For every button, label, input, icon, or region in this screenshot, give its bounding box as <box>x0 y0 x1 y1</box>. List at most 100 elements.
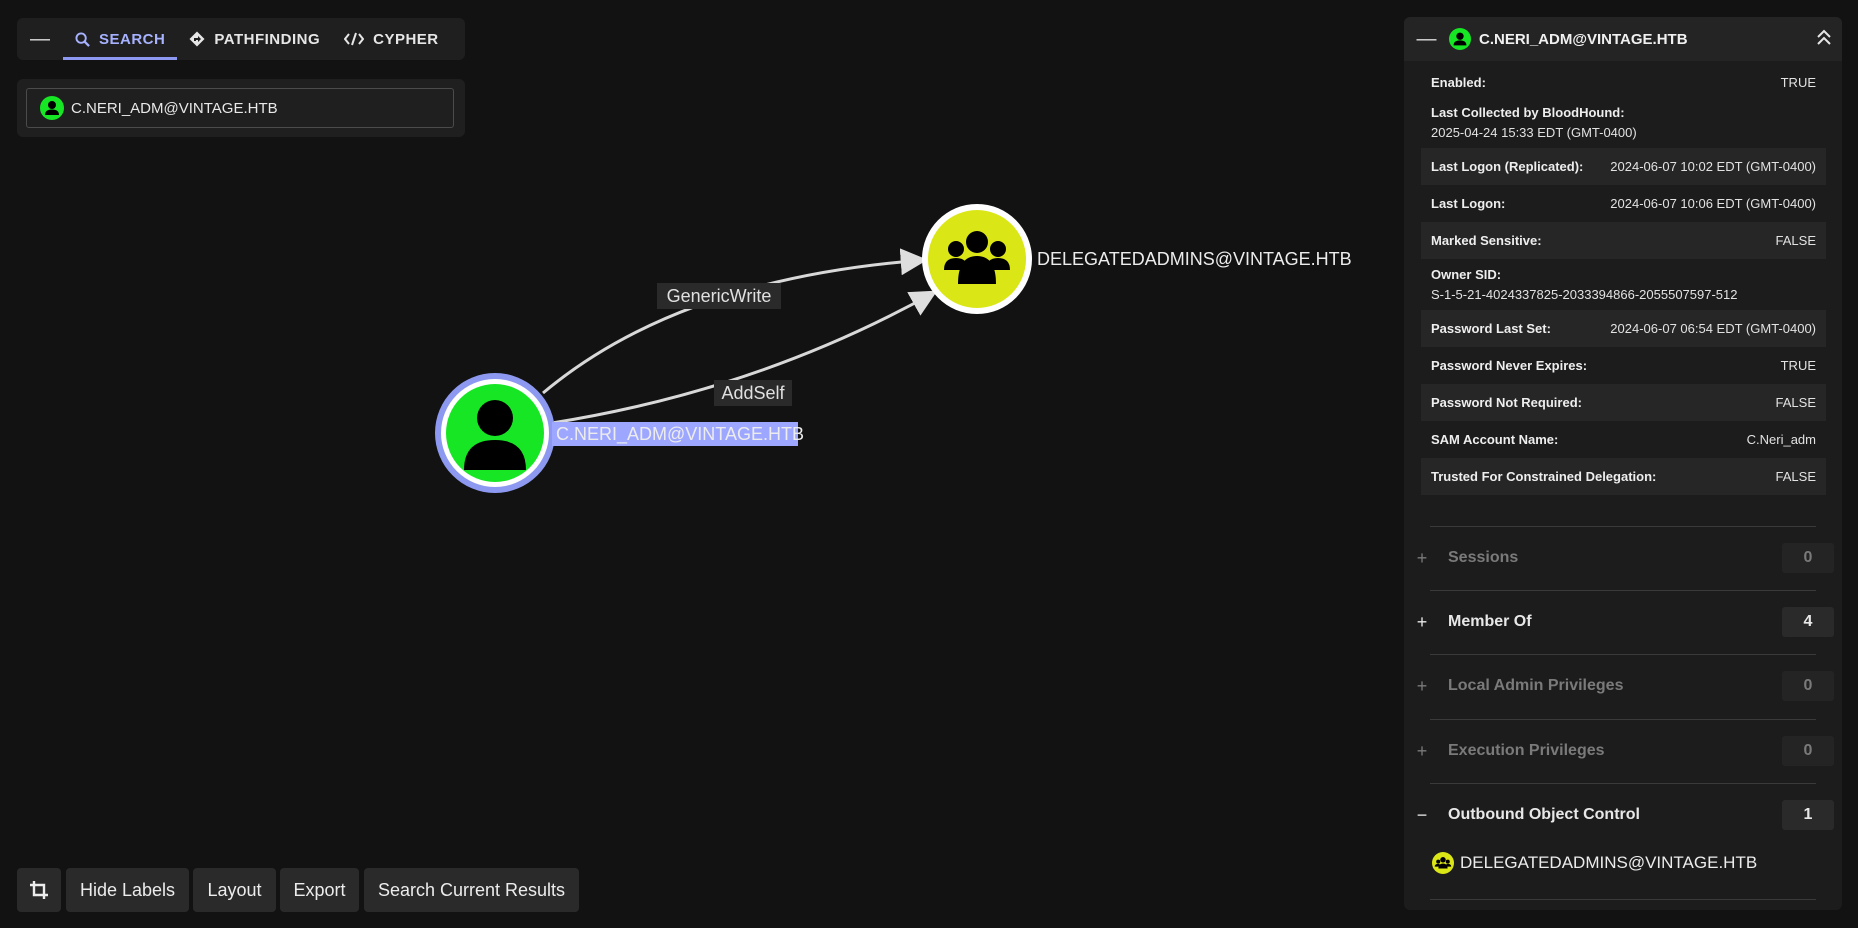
section-title: Outbound Object Control <box>1448 806 1640 823</box>
outbound-item-label: DELEGATEDADMINS@VINTAGE.HTB <box>1460 853 1758 872</box>
group-icon <box>1432 852 1454 874</box>
entity-title: C.NERI_ADM@VINTAGE.HTB <box>1479 30 1688 48</box>
divider <box>1430 654 1816 655</box>
property-row: Last Collected by BloodHound: 2025-04-24… <box>1421 97 1826 148</box>
search-input-value: C.NERI_ADM@VINTAGE.HTB <box>71 99 278 117</box>
tab-cypher-label: CYPHER <box>373 30 439 48</box>
user-icon <box>464 400 526 470</box>
property-row: Password Not Required: FALSE <box>1421 384 1826 421</box>
property-list: Enabled: TRUE Last Collected by BloodHou… <box>1421 72 1826 495</box>
section-count: 0 <box>1782 543 1834 573</box>
node-user[interactable] <box>435 373 555 493</box>
collapse-icon: − <box>1416 804 1428 825</box>
property-value: FALSE <box>1775 233 1816 248</box>
section-title: Sessions <box>1448 549 1519 566</box>
crop-button[interactable] <box>17 868 61 912</box>
hide-labels-button[interactable]: Hide Labels <box>66 868 189 912</box>
node-label-user[interactable]: C.NERI_ADM@VINTAGE.HTB <box>556 424 804 445</box>
section-member-of[interactable]: + Member Of 4 <box>1412 607 1834 637</box>
entity-panel: — C.NERI_ADM@VINTAGE.HTB Enabled: TRUE L… <box>1404 17 1842 910</box>
property-label: Password Not Required: <box>1431 395 1582 410</box>
expand-icon: + <box>1416 675 1428 696</box>
section-count: 1 <box>1782 800 1834 830</box>
property-row: Last Logon (Replicated): 2024-06-07 10:0… <box>1421 148 1826 185</box>
collapse-entity-button[interactable]: — <box>1416 27 1437 50</box>
edge-label-genericwrite[interactable]: GenericWrite <box>667 286 772 306</box>
entity-header: — C.NERI_ADM@VINTAGE.HTB <box>1404 17 1842 61</box>
search-input[interactable]: C.NERI_ADM@VINTAGE.HTB <box>26 88 454 128</box>
property-value: C.Neri_adm <box>1746 432 1816 447</box>
property-value: TRUE <box>1780 74 1816 90</box>
collapse-search-button[interactable]: — <box>30 27 50 50</box>
property-label: Marked Sensitive: <box>1431 233 1542 248</box>
divider <box>1430 719 1816 720</box>
property-value: FALSE <box>1775 469 1816 484</box>
expand-icon: + <box>1416 611 1428 632</box>
section-outbound-object-control[interactable]: − Outbound Object Control 1 <box>1412 800 1834 830</box>
property-row: Last Logon: 2024-06-07 10:06 EDT (GMT-04… <box>1421 185 1826 222</box>
tab-search-label: SEARCH <box>99 30 166 48</box>
code-icon <box>344 32 365 46</box>
section-title: Local Admin Privileges <box>1448 677 1624 694</box>
outbound-item[interactable]: DELEGATEDADMINS@VINTAGE.HTB <box>1432 852 1757 874</box>
crop-icon <box>30 881 48 899</box>
tab-search[interactable]: SEARCH <box>63 18 178 60</box>
property-label: Trusted For Constrained Delegation: <box>1431 469 1657 484</box>
property-value: TRUE <box>1780 358 1816 373</box>
graph-canvas[interactable]: GenericWrite AddSelf C.NERI_ADM@VINTAGE.… <box>0 0 1400 928</box>
divider <box>1430 590 1816 591</box>
section-title: Member Of <box>1448 613 1532 630</box>
section-local-admin-privileges[interactable]: + Local Admin Privileges 0 <box>1412 671 1834 701</box>
property-label: Password Never Expires: <box>1431 358 1588 373</box>
property-label: Enabled: <box>1431 74 1486 90</box>
property-value: 2024-06-07 06:54 EDT (GMT-0400) <box>1610 321 1816 336</box>
property-value: 2024-06-07 10:06 EDT (GMT-0400) <box>1610 196 1816 211</box>
property-label: Last Collected by BloodHound: <box>1431 105 1625 120</box>
divider <box>1430 783 1816 784</box>
pathfinding-icon <box>189 31 205 47</box>
layout-button[interactable]: Layout <box>193 868 276 912</box>
search-panel: C.NERI_ADM@VINTAGE.HTB <box>17 79 465 137</box>
divider <box>1430 899 1816 900</box>
section-title: Execution Privileges <box>1448 742 1605 759</box>
explore-tabs: — SEARCH PATHFINDING CYPHER <box>17 18 465 60</box>
edge-label-addself[interactable]: AddSelf <box>721 383 785 403</box>
property-label: Password Last Set: <box>1431 321 1551 336</box>
property-value: 2024-06-07 10:02 EDT (GMT-0400) <box>1610 159 1816 174</box>
section-count: 0 <box>1782 736 1834 766</box>
tab-pathfinding-label: PATHFINDING <box>214 30 321 48</box>
export-button[interactable]: Export <box>280 868 359 912</box>
property-row: Owner SID: S-1-5-21-4024337825-203339486… <box>1421 259 1826 310</box>
user-icon <box>40 96 64 120</box>
expand-icon: + <box>1416 740 1428 761</box>
property-label: Owner SID: <box>1431 267 1502 282</box>
property-row: Marked Sensitive: FALSE <box>1421 222 1826 259</box>
property-row: Trusted For Constrained Delegation: FALS… <box>1421 458 1826 495</box>
tab-pathfinding[interactable]: PATHFINDING <box>177 18 332 60</box>
chevron-double-up-icon[interactable] <box>1816 29 1832 47</box>
property-row: Password Last Set: 2024-06-07 06:54 EDT … <box>1421 310 1826 347</box>
edge-addself[interactable] <box>551 290 938 425</box>
section-execution-privileges[interactable]: + Execution Privileges 0 <box>1412 736 1834 766</box>
property-label: Last Logon (Replicated): <box>1431 159 1584 174</box>
property-row: Enabled: TRUE <box>1421 67 1826 97</box>
property-row: SAM Account Name: C.Neri_adm <box>1421 421 1826 458</box>
property-value: FALSE <box>1775 395 1816 410</box>
search-current-results-button[interactable]: Search Current Results <box>364 868 579 912</box>
user-icon <box>1449 28 1471 50</box>
property-label: SAM Account Name: <box>1431 432 1559 447</box>
node-group[interactable] <box>922 204 1032 314</box>
node-label-group[interactable]: DELEGATEDADMINS@VINTAGE.HTB <box>1037 249 1352 269</box>
divider <box>1430 526 1816 527</box>
property-label: Last Logon: <box>1431 196 1506 211</box>
property-value: S-1-5-21-4024337825-2033394866-205550759… <box>1431 287 1738 302</box>
property-value: 2025-04-24 15:33 EDT (GMT-0400) <box>1431 125 1637 140</box>
expand-icon: + <box>1416 547 1428 568</box>
tab-cypher[interactable]: CYPHER <box>332 18 451 60</box>
property-row: Password Never Expires: TRUE <box>1421 347 1826 384</box>
group-icon <box>944 231 1010 284</box>
section-sessions[interactable]: + Sessions 0 <box>1412 543 1834 573</box>
section-count: 4 <box>1782 607 1834 637</box>
search-icon <box>75 31 90 47</box>
section-count: 0 <box>1782 671 1834 701</box>
